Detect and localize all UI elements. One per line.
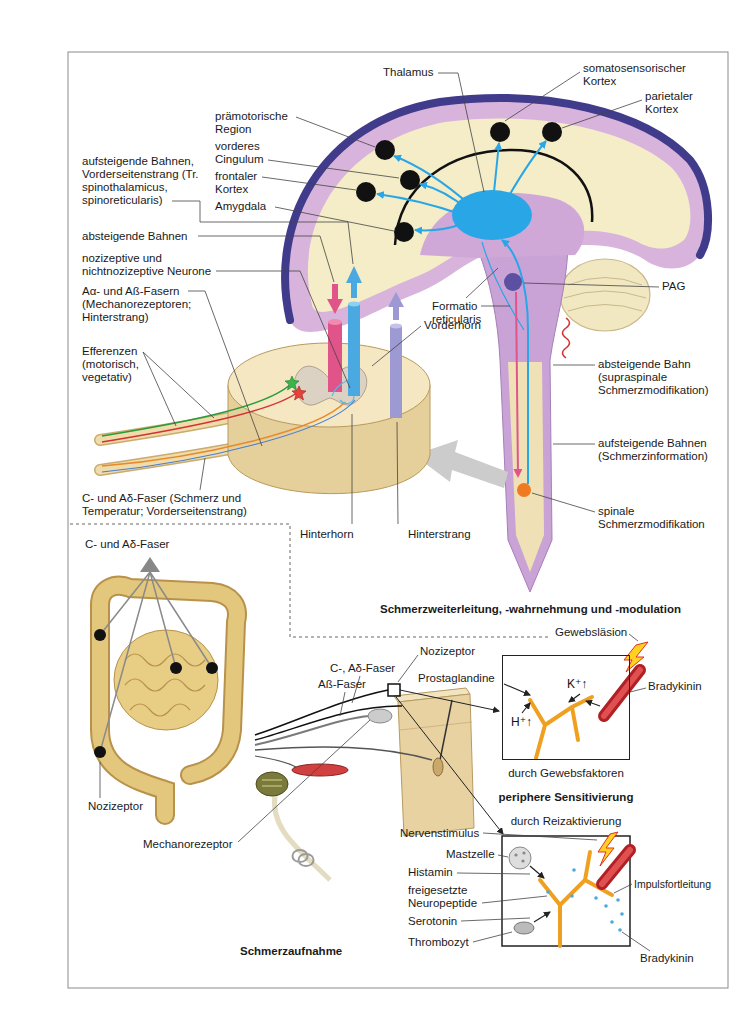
label: Aß-Faser (318, 678, 366, 691)
label: Schmerzaufnahme (240, 945, 342, 958)
label: Amygdala (215, 200, 266, 213)
label: freigesetzte Neuropeptide (408, 884, 498, 910)
inset-box: K⁺↑ H⁺↑ (502, 655, 630, 760)
label: aufsteigende Bahnen (Schmerzinformation) (598, 437, 718, 463)
label: Impulsfortleitung (634, 878, 711, 891)
label: Thrombozyt (408, 936, 469, 949)
label: C-, Aδ-Faser (330, 662, 395, 675)
label: Gewebsläsion (555, 626, 627, 639)
label: absteigende Bahnen (82, 230, 188, 243)
label: Serotonin (408, 915, 457, 928)
label: Mastzelle (446, 848, 495, 861)
label: Thalamus (383, 66, 434, 79)
label: nozizeptive und nichtnozizeptive Neurone (82, 252, 232, 278)
label: durch Reizaktivierung (480, 815, 652, 828)
label: Nozizeptor (88, 800, 143, 813)
label: Mechanorezeptor (143, 838, 233, 851)
label: Schmerzweiterleitung, -wahrnehmung und -… (380, 603, 681, 616)
label: spinale Schmerzmodifikation (598, 505, 718, 531)
label: C- und Aδ-Faser (Schmerz und Temperatur;… (82, 492, 267, 518)
label: periphere Sensitivierung (480, 791, 652, 804)
label: Nervenstimulus (400, 827, 479, 840)
label: Hinterhorn (300, 528, 354, 541)
label: Nozizeptor (420, 645, 475, 658)
label: durch Gewebsfaktoren (480, 767, 652, 780)
label: Prostaglandine (418, 672, 495, 685)
label: vorderes Cingulum (215, 140, 275, 166)
label: Bradykinin (648, 680, 702, 693)
label: Vorderhorn (424, 319, 481, 332)
label: somatosensorischer Kortex (583, 62, 695, 88)
label: Aα- und Aß-Fasern (Mechanorezeptoren; Hi… (82, 285, 207, 324)
label: C- und Aδ-Faser (85, 538, 169, 551)
box-text: H⁺↑ (511, 716, 532, 729)
brain (285, 98, 708, 592)
label: PAG (662, 280, 685, 293)
box-text: K⁺↑ (567, 678, 587, 691)
label: aufsteigende Bahnen, Vorderseitenstrang … (82, 155, 207, 207)
label: Histamin (408, 866, 453, 879)
label: parietaler Kortex (645, 90, 720, 116)
intestine (94, 557, 237, 815)
label: Bradykinin (640, 952, 694, 965)
label: Efferenzen (motorisch, vegetativ) (82, 345, 162, 384)
label: prämotorische Region (215, 110, 300, 136)
skin (255, 684, 503, 880)
label: frontaler Kortex (215, 170, 275, 196)
label: Hinterstrang (408, 528, 471, 541)
frame (68, 52, 728, 988)
label: absteigende Bahn (supraspinale Schmerzmo… (598, 358, 718, 397)
